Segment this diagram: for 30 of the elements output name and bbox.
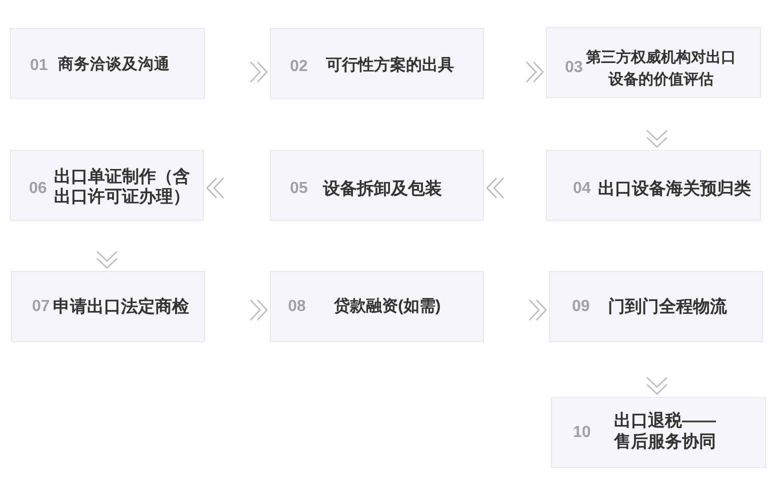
step-number: 03 <box>565 58 583 78</box>
step-label: 门到门全程物流 <box>608 296 728 318</box>
step-label: 第三方权威机构对出口设备的价值评估 <box>585 48 737 90</box>
step-box <box>549 271 763 342</box>
step-label: 可行性方案的出具 <box>326 55 455 76</box>
step-label: 申请出口法定商检 <box>53 296 190 318</box>
step-box <box>551 397 766 468</box>
step-box <box>270 150 484 221</box>
step-number: 09 <box>572 297 590 317</box>
step-label: 商务洽谈及沟通 <box>58 54 171 75</box>
step-box <box>10 150 204 221</box>
step-label: 设备拆卸及包装 <box>323 178 443 200</box>
step-number: 08 <box>288 297 306 317</box>
step-box <box>11 271 205 342</box>
step-number: 06 <box>29 179 47 199</box>
step-number: 02 <box>290 57 308 77</box>
step-label: 贷款融资(如需) <box>334 296 442 317</box>
step-label: 出口退税——售后服务协同 <box>614 410 717 452</box>
step-label: 出口单证制作（含出口许可证办理） <box>53 167 191 207</box>
step-box <box>546 150 761 221</box>
step-box <box>10 28 205 99</box>
step-box <box>270 271 484 342</box>
step-number: 05 <box>290 179 308 199</box>
step-number: 07 <box>32 297 50 317</box>
step-number: 04 <box>573 179 591 199</box>
step-number: 10 <box>573 423 591 443</box>
step-box <box>546 27 761 98</box>
step-number: 01 <box>30 56 48 76</box>
step-label: 出口设备海关预归类 <box>598 178 752 200</box>
step-box <box>270 28 484 99</box>
